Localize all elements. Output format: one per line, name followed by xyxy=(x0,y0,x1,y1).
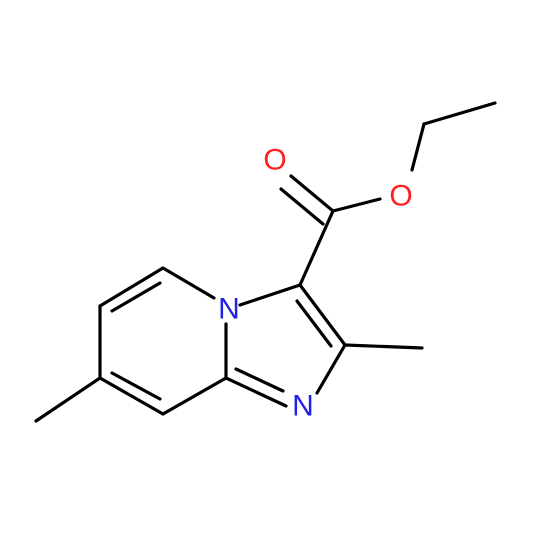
carbonyl-oxygen-label: O xyxy=(263,144,286,177)
bond-c7-methyl xyxy=(34,376,102,423)
bond-n1-c8a xyxy=(224,376,288,408)
bond-c5-c6-inner xyxy=(110,281,162,313)
bond-n4-c3 xyxy=(238,283,302,307)
bond-carbonyl-o-b xyxy=(279,187,325,226)
bond-c3-c2 xyxy=(298,283,347,347)
bond-c8-c8a xyxy=(161,376,228,416)
imine-nitrogen-label: N xyxy=(292,390,314,423)
bond-carbonyl-ester-o xyxy=(331,197,382,213)
ring-nitrogen-label: N xyxy=(218,293,240,326)
bond-c2-methyl xyxy=(343,343,424,350)
bond-n4-c5 xyxy=(161,266,216,300)
ester-oxygen-label: O xyxy=(389,180,412,213)
bond-c7-c8-inner xyxy=(110,371,162,401)
bond-c2-n1 xyxy=(315,343,347,395)
bond-carbonyl-o-a xyxy=(289,174,335,213)
bond-c7-c8 xyxy=(98,376,165,416)
bond-c3-carbonyl xyxy=(298,209,335,287)
pyridine-ring xyxy=(98,266,228,416)
bond-c5-c6 xyxy=(98,266,165,308)
bond-ester-o-ch2 xyxy=(410,122,426,172)
bond-c3-c2-inner xyxy=(295,299,333,348)
substituents xyxy=(34,101,497,423)
bond-n1-c8a-inner xyxy=(234,367,285,393)
imidazole-ring xyxy=(224,283,347,408)
bond-ch2-ch3 xyxy=(422,101,497,126)
